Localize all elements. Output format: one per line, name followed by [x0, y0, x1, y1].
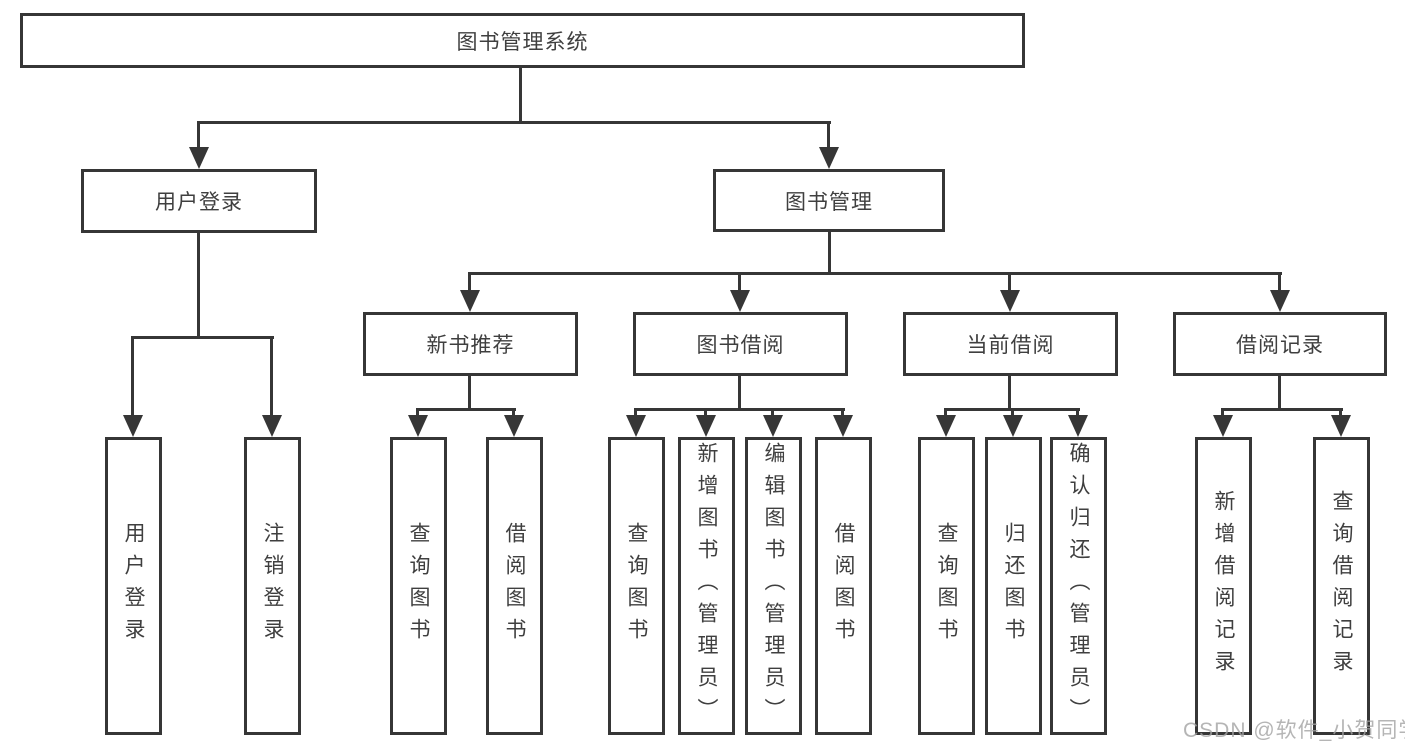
arrowhead-icon — [408, 415, 428, 437]
connector-line — [197, 233, 200, 336]
leaf-rec-query-record: 查询借阅记录 — [1313, 437, 1370, 735]
leaf-bb-add-books-admin: 新增图书（管理员） — [678, 437, 735, 735]
node-new-book-recommend-label: 新书推荐 — [426, 334, 515, 357]
node-book-management-label: 图书管理 — [785, 190, 873, 214]
node-borrow-records-label: 借阅记录 — [1236, 334, 1324, 357]
leaf-rec-add-record-label: 新增借阅记录 — [1212, 490, 1235, 682]
connector-line — [704, 408, 707, 417]
arrowhead-icon — [819, 147, 839, 169]
connector-line — [468, 376, 471, 408]
connector-line — [1076, 408, 1079, 417]
leaf-bb-query-books-label: 查询图书 — [625, 522, 648, 650]
connector-line — [634, 408, 637, 417]
leaf-cb-confirm-return-admin: 确认归还（管理员） — [1050, 437, 1107, 735]
connector-line — [1339, 408, 1342, 417]
leaf-nb-borrow-books: 借阅图书 — [486, 437, 543, 735]
node-current-borrow-label: 当前借阅 — [966, 334, 1055, 357]
connector-line — [416, 408, 419, 417]
connector-line — [1278, 272, 1281, 292]
connector-line — [634, 408, 845, 411]
arrowhead-icon — [460, 290, 480, 312]
node-book-management: 图书管理 — [713, 169, 945, 232]
node-root: 图书管理系统 — [20, 13, 1025, 68]
leaf-user-login: 用户登录 — [105, 437, 162, 735]
connector-line — [519, 68, 522, 121]
leaf-bb-edit-books-admin-label: 编辑图书（管理员） — [762, 442, 785, 730]
node-book-borrow: 图书借阅 — [633, 312, 848, 376]
leaf-bb-borrow-books: 借阅图书 — [815, 437, 872, 735]
arrowhead-icon — [504, 415, 524, 437]
connector-line — [1221, 408, 1343, 411]
leaf-bb-edit-books-admin: 编辑图书（管理员） — [745, 437, 802, 735]
arrowhead-icon — [730, 290, 750, 312]
node-root-label: 图书管理系统 — [456, 30, 589, 54]
connector-line — [1221, 408, 1224, 417]
arrowhead-icon — [1331, 415, 1351, 437]
leaf-cb-return-books: 归还图书 — [985, 437, 1042, 735]
arrowhead-icon — [1068, 415, 1088, 437]
connector-line — [1008, 376, 1011, 408]
leaf-user-login-label: 用户登录 — [122, 522, 145, 650]
connector-line — [197, 121, 200, 149]
leaf-logout: 注销登录 — [244, 437, 301, 735]
leaf-bb-borrow-books-label: 借阅图书 — [832, 522, 855, 650]
connector-line — [270, 336, 273, 417]
node-user-login-branch: 用户登录 — [81, 169, 317, 233]
node-user-login-label: 用户登录 — [155, 191, 243, 214]
leaf-nb-query-books: 查询图书 — [390, 437, 447, 735]
connector-line — [827, 121, 830, 149]
arrowhead-icon — [763, 415, 783, 437]
connector-line — [771, 408, 774, 417]
connector-line — [841, 408, 844, 417]
arrowhead-icon — [1003, 415, 1023, 437]
connector-line — [1008, 272, 1011, 292]
leaf-nb-query-books-label: 查询图书 — [407, 522, 430, 650]
connector-line — [131, 336, 134, 417]
arrowhead-icon — [696, 415, 716, 437]
watermark: CSDN @软件_小贺同学 — [1183, 719, 1405, 742]
arrowhead-icon — [936, 415, 956, 437]
leaf-rec-add-record: 新增借阅记录 — [1195, 437, 1252, 735]
arrowhead-icon — [262, 415, 282, 437]
connector-line — [1278, 376, 1281, 408]
connector-line — [512, 408, 515, 417]
connector-line — [197, 121, 831, 124]
leaf-cb-return-books-label: 归还图书 — [1002, 522, 1025, 650]
node-borrow-records: 借阅记录 — [1173, 312, 1387, 376]
arrowhead-icon — [833, 415, 853, 437]
arrowhead-icon — [1000, 290, 1020, 312]
connector-line — [131, 336, 274, 339]
leaf-cb-query-books: 查询图书 — [918, 437, 975, 735]
connector-line — [944, 408, 947, 417]
arrowhead-icon — [1270, 290, 1290, 312]
arrowhead-icon — [123, 415, 143, 437]
leaf-bb-query-books: 查询图书 — [608, 437, 665, 735]
connector-line — [828, 232, 831, 272]
leaf-cb-query-books-label: 查询图书 — [935, 522, 958, 650]
leaf-rec-query-record-label: 查询借阅记录 — [1330, 490, 1353, 682]
node-new-book-recommend: 新书推荐 — [363, 312, 578, 376]
connector-line — [1011, 408, 1014, 417]
connector-line — [738, 376, 741, 408]
leaf-logout-label: 注销登录 — [261, 522, 284, 650]
arrowhead-icon — [626, 415, 646, 437]
leaf-nb-borrow-books-label: 借阅图书 — [503, 522, 526, 650]
node-book-borrow-label: 图书借阅 — [696, 334, 785, 357]
arrowhead-icon — [1213, 415, 1233, 437]
connector-line — [738, 272, 741, 292]
node-current-borrow: 当前借阅 — [903, 312, 1118, 376]
connector-line — [416, 408, 516, 411]
leaf-cb-confirm-return-admin-label: 确认归还（管理员） — [1067, 442, 1090, 730]
connector-line — [468, 272, 471, 292]
leaf-bb-add-books-admin-label: 新增图书（管理员） — [695, 442, 718, 730]
connector-line — [468, 272, 1282, 275]
arrowhead-icon — [189, 147, 209, 169]
